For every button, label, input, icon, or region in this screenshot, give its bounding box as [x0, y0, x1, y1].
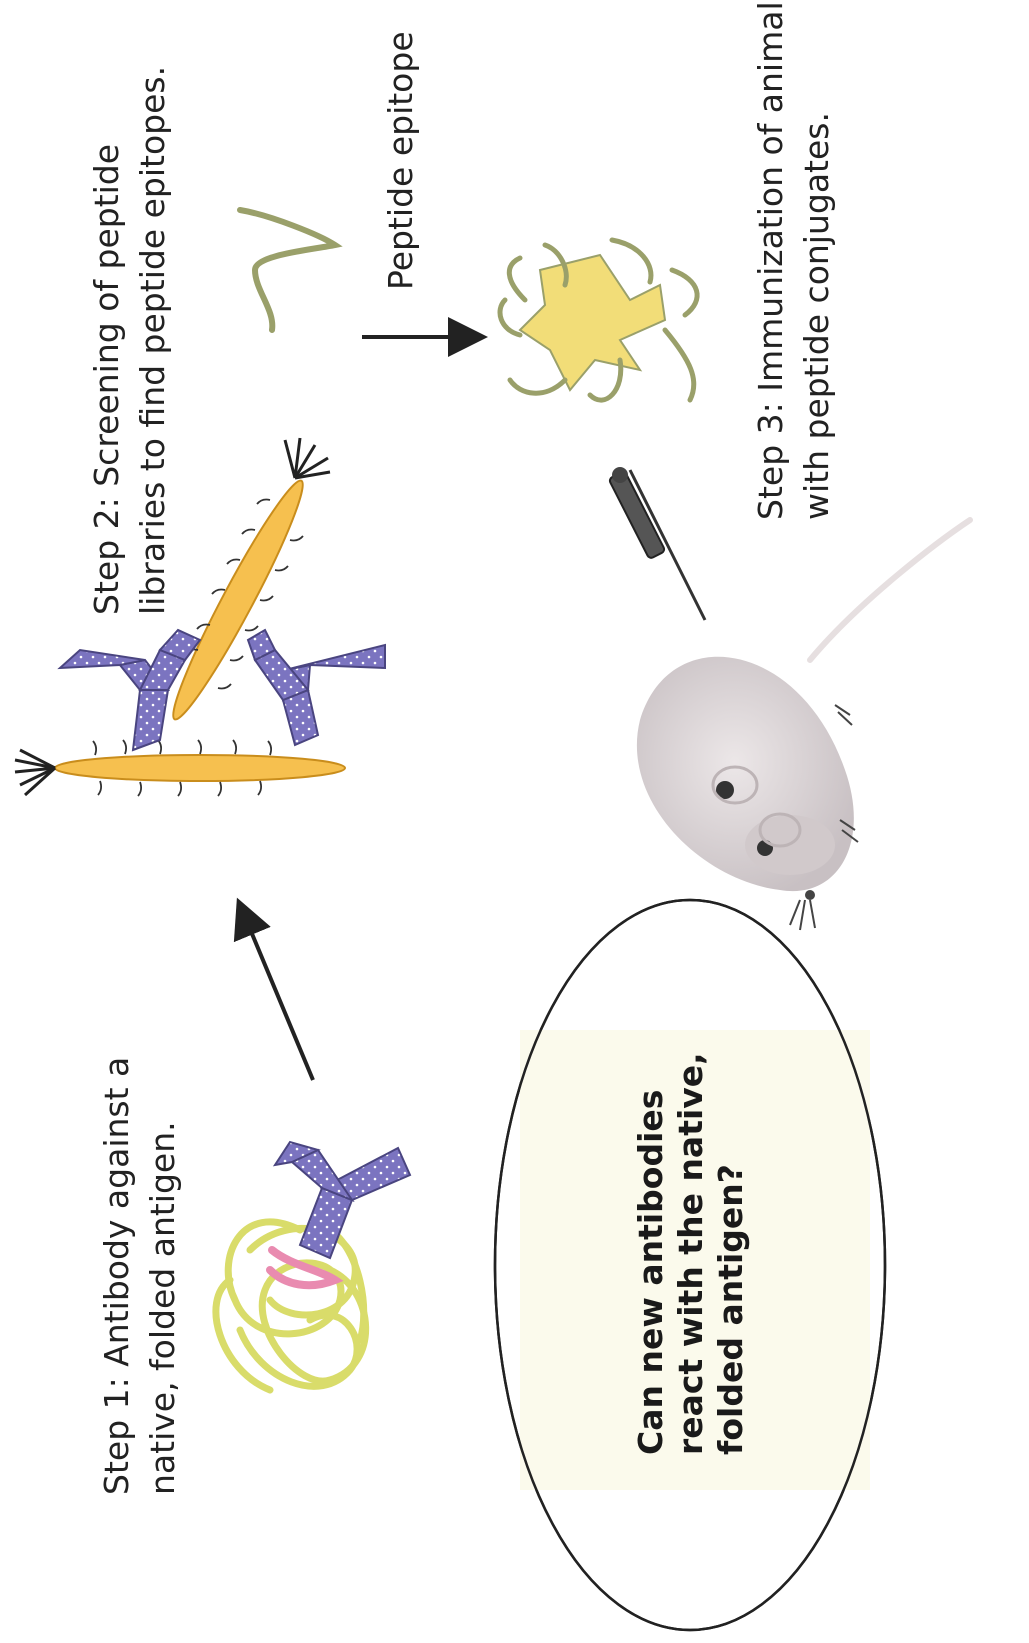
question-line1: Can new antibodies	[631, 1090, 670, 1455]
question-bubble: Can new antibodies react with the native…	[495, 900, 885, 1630]
peptide-epitope-icon	[240, 210, 335, 330]
arrow-step1-to-step2	[240, 905, 313, 1080]
peptide-conjugate-icon	[500, 240, 697, 400]
step3-label: Step 3: Immunization of animals with pep…	[751, 0, 836, 520]
svg-text:native, folded antigen.: native, folded antigen.	[143, 1121, 182, 1495]
svg-text:Step 2: Screening of peptide: Step 2: Screening of peptide	[87, 144, 126, 615]
svg-text:libraries to find peptide epit: libraries to find peptide epitopes.	[133, 66, 172, 615]
phage-icon	[15, 740, 345, 796]
syringe-icon	[609, 467, 705, 620]
svg-text:Step 1: Antibody against a: Step 1: Antibody against a	[97, 1057, 136, 1495]
svg-text:with peptide conjugates.: with peptide conjugates.	[797, 112, 836, 520]
peptide-epitope-label: Peptide epitope	[381, 31, 420, 290]
folded-antigen-icon	[216, 1222, 366, 1390]
step2-label: Step 2: Screening of peptide libraries t…	[87, 66, 172, 615]
antibody-icon	[248, 630, 385, 745]
question-line2: react with the native,	[671, 1052, 710, 1455]
step1-label: Step 1: Antibody against a native, folde…	[97, 1057, 182, 1495]
svg-text:Step 3: Immunization of animal: Step 3: Immunization of animals	[751, 0, 790, 520]
question-line3: folded antigen?	[711, 1164, 750, 1455]
svg-text:Peptide epitope: Peptide epitope	[381, 31, 420, 290]
